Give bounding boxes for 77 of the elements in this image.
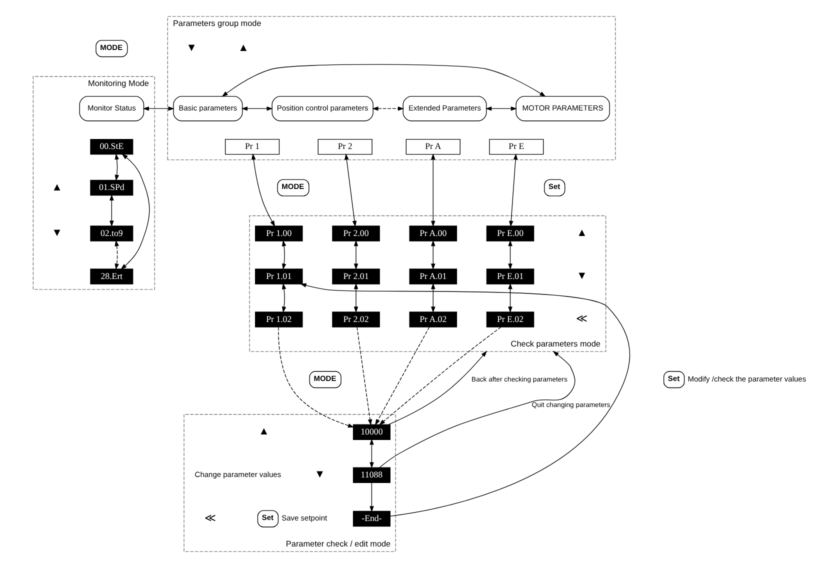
node-box: MOTOR PARAMETERS	[515, 96, 610, 122]
node-box: MODE	[308, 371, 341, 388]
label: ▼	[576, 270, 587, 282]
node-box: Monitor Status	[78, 96, 144, 122]
node-label: Save setpoint	[281, 514, 327, 523]
node-box: 28.Ert	[90, 268, 133, 284]
label: ▼	[314, 468, 325, 481]
node-label: Modify /check the parameter values	[687, 374, 806, 384]
node-box: Pr A	[405, 138, 460, 155]
label: Change parameter values	[194, 470, 281, 480]
node-box: Pr E.02	[486, 312, 534, 328]
label: ≪	[575, 313, 588, 326]
arrow	[369, 482, 374, 512]
node-box: Extended Parameters	[402, 96, 486, 122]
node-box: 11088	[352, 467, 390, 483]
node-box: Pr 2.02	[332, 312, 380, 328]
label: ▲	[51, 181, 62, 194]
node-box: 01.SPd	[90, 180, 133, 196]
node-box: Basic parameters	[172, 96, 242, 122]
arrow	[378, 350, 575, 468]
node-box: Pr 2.00	[332, 226, 380, 242]
node-box: Pr A.00	[408, 226, 457, 242]
arrow	[109, 194, 114, 227]
node-box: MODE	[95, 40, 128, 58]
arrow	[278, 326, 354, 428]
node-box: Pr 2	[317, 138, 372, 155]
arrow	[430, 240, 435, 270]
arrow	[120, 154, 150, 270]
node-box: 00.StE	[90, 138, 133, 155]
node-box: MODE	[276, 179, 309, 196]
node-box: Pr A.02	[408, 312, 457, 328]
node-box: Pr 2.01	[332, 268, 380, 284]
label: ▲	[238, 42, 248, 54]
label: ≪	[204, 512, 216, 524]
arrow	[353, 283, 358, 313]
arrow	[353, 240, 358, 270]
node-box: Position control parameters	[271, 96, 373, 122]
node-box: Pr 1	[224, 138, 280, 155]
arrow	[374, 326, 430, 426]
arrow	[221, 64, 546, 97]
node-box: -End-	[352, 510, 390, 527]
node-box: Set	[544, 179, 565, 196]
arrow	[508, 240, 512, 270]
arrow	[372, 106, 404, 111]
label: ▲	[258, 426, 269, 438]
node-box: Pr A.01	[408, 268, 457, 284]
node-box: Set	[256, 510, 278, 528]
node-box: 02.to9	[90, 226, 133, 242]
arrow	[369, 438, 374, 468]
arrow	[281, 283, 286, 313]
node-box: Pr 1.00	[254, 226, 302, 242]
label: ▼	[186, 42, 196, 54]
arrow	[388, 350, 487, 425]
arrow	[484, 106, 517, 111]
arrow	[508, 153, 518, 228]
node-box: Pr 1.02	[254, 312, 302, 328]
arrow	[508, 283, 512, 313]
arrow	[356, 326, 372, 426]
node-box: Pr 1.01	[254, 268, 302, 284]
arrow	[344, 153, 356, 227]
arrow	[114, 153, 119, 182]
label: ▲	[576, 227, 587, 240]
arrow	[300, 283, 630, 517]
label: ▼	[51, 227, 62, 240]
arrow	[378, 326, 501, 426]
node-box: Set	[662, 371, 684, 388]
arrow	[114, 240, 118, 270]
arrow	[281, 240, 286, 270]
arrow	[250, 153, 275, 227]
arrow	[142, 106, 174, 111]
arrow	[240, 106, 272, 111]
node-box: Pr E.01	[486, 268, 534, 284]
node-box: 10000	[352, 424, 390, 440]
arrow	[430, 153, 435, 228]
arrow	[430, 283, 435, 313]
node-box: Pr E.00	[486, 226, 534, 242]
node-box: Pr E	[488, 138, 544, 155]
